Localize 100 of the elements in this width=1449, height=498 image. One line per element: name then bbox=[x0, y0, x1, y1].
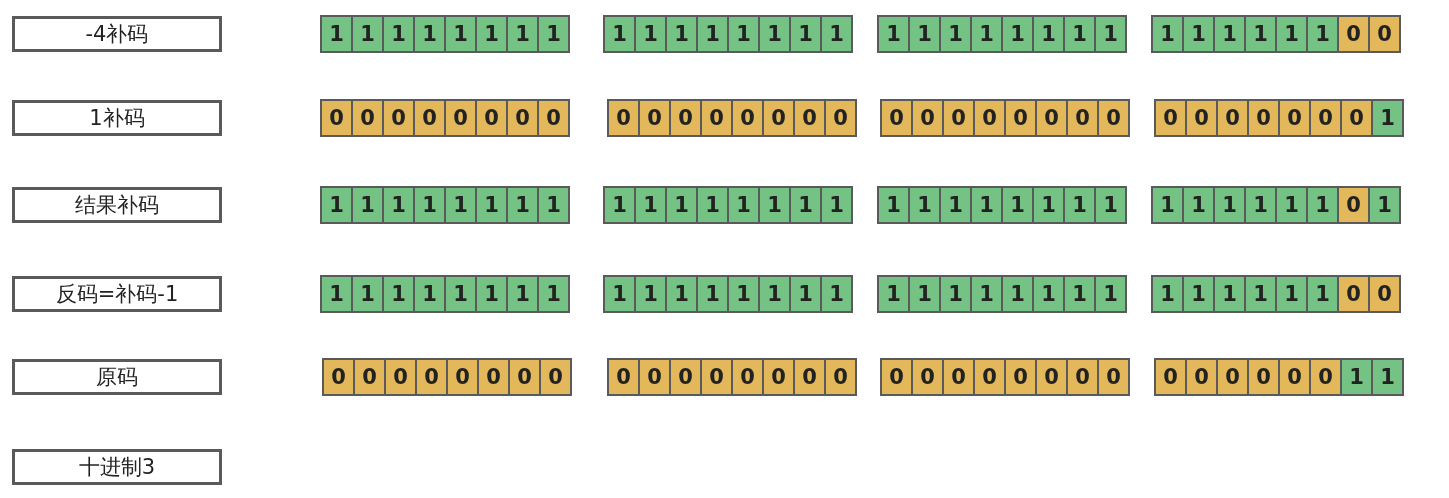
bit-cell: 1 bbox=[320, 15, 353, 53]
bit-cell: 1 bbox=[1340, 358, 1373, 396]
bit-cell: 0 bbox=[539, 358, 572, 396]
bit-cell: 0 bbox=[1278, 99, 1311, 137]
bit-cell: 0 bbox=[446, 358, 479, 396]
bit-cell: 1 bbox=[1001, 15, 1034, 53]
bit-cell: 1 bbox=[1182, 275, 1215, 313]
bit-cell: 1 bbox=[877, 275, 910, 313]
bit-cell: 0 bbox=[351, 99, 384, 137]
bit-cell: 0 bbox=[1340, 99, 1373, 137]
bit-cell: 0 bbox=[1066, 358, 1099, 396]
bit-cell: 1 bbox=[320, 186, 353, 224]
bit-cell: 0 bbox=[942, 99, 975, 137]
bit-cell: 1 bbox=[908, 275, 941, 313]
label-box: 原码 bbox=[12, 359, 222, 395]
bit-cell: 1 bbox=[1213, 186, 1246, 224]
bit-cell: 1 bbox=[970, 15, 1003, 53]
bit-cell: 1 bbox=[1063, 186, 1096, 224]
bit-cell: 0 bbox=[382, 99, 415, 137]
bit-cell: 1 bbox=[1306, 186, 1339, 224]
bit-cell: 1 bbox=[1063, 15, 1096, 53]
bit-cell: 0 bbox=[911, 358, 944, 396]
bit-cell: 1 bbox=[444, 186, 477, 224]
bit-cell: 0 bbox=[973, 358, 1006, 396]
bit-cell: 0 bbox=[444, 99, 477, 137]
bit-cell: 0 bbox=[911, 99, 944, 137]
bit-cell: 1 bbox=[413, 275, 446, 313]
bit-cell: 1 bbox=[727, 186, 760, 224]
bit-cell: 1 bbox=[475, 275, 508, 313]
bit-cell: 1 bbox=[970, 186, 1003, 224]
bit-cell: 0 bbox=[1309, 358, 1342, 396]
bit-cell: 1 bbox=[877, 15, 910, 53]
label-box: 结果补码 bbox=[12, 187, 222, 223]
bit-cell: 1 bbox=[1213, 15, 1246, 53]
bit-cell: 1 bbox=[1094, 275, 1127, 313]
bit-cell: 0 bbox=[477, 358, 510, 396]
bit-cell: 0 bbox=[880, 99, 913, 137]
bit-cell: 1 bbox=[939, 275, 972, 313]
bit-cell: 1 bbox=[1213, 275, 1246, 313]
bit-cell: 0 bbox=[824, 358, 857, 396]
bit-cell: 1 bbox=[1094, 15, 1127, 53]
bit-cell: 1 bbox=[696, 275, 729, 313]
bit-cell: 0 bbox=[1278, 358, 1311, 396]
bit-cell: 0 bbox=[1185, 358, 1218, 396]
bit-cell: 1 bbox=[1094, 186, 1127, 224]
bit-cell: 1 bbox=[1151, 275, 1184, 313]
bit-cell: 0 bbox=[731, 99, 764, 137]
bit-cell: 0 bbox=[1337, 275, 1370, 313]
bit-cell: 0 bbox=[475, 99, 508, 137]
bit-cell: 0 bbox=[1097, 99, 1130, 137]
bit-cell: 0 bbox=[638, 358, 671, 396]
bit-cell: 0 bbox=[1247, 358, 1280, 396]
bit-cell: 1 bbox=[444, 15, 477, 53]
bit-cell: 0 bbox=[607, 358, 640, 396]
label-box: 1补码 bbox=[12, 100, 222, 136]
bit-cell: 1 bbox=[696, 15, 729, 53]
bit-cell: 1 bbox=[506, 275, 539, 313]
bit-cell: 0 bbox=[413, 99, 446, 137]
bit-cell: 1 bbox=[382, 15, 415, 53]
bit-cell: 1 bbox=[877, 186, 910, 224]
bit-cell: 0 bbox=[1154, 99, 1187, 137]
bit-cell: 0 bbox=[669, 99, 702, 137]
bit-cell: 1 bbox=[1182, 186, 1215, 224]
bit-cell: 1 bbox=[727, 15, 760, 53]
bit-cell: 1 bbox=[1151, 15, 1184, 53]
bit-cell: 1 bbox=[1151, 186, 1184, 224]
bit-cell: 1 bbox=[758, 275, 791, 313]
bit-cell: 0 bbox=[1066, 99, 1099, 137]
bit-cell: 1 bbox=[1001, 275, 1034, 313]
bit-cell: 1 bbox=[789, 186, 822, 224]
bit-cell: 0 bbox=[508, 358, 541, 396]
bit-cell: 0 bbox=[607, 99, 640, 137]
bit-cell: 1 bbox=[506, 15, 539, 53]
bit-cell: 0 bbox=[942, 358, 975, 396]
bit-cell: 0 bbox=[1216, 358, 1249, 396]
bit-cell: 1 bbox=[537, 186, 570, 224]
bit-cell: 1 bbox=[1032, 186, 1065, 224]
bit-cell: 1 bbox=[727, 275, 760, 313]
bit-cell: 1 bbox=[939, 15, 972, 53]
bit-cell: 1 bbox=[939, 186, 972, 224]
bit-cell: 1 bbox=[1244, 275, 1277, 313]
bit-cell: 1 bbox=[1371, 358, 1404, 396]
bit-cell: 0 bbox=[700, 358, 733, 396]
bit-cell: 1 bbox=[603, 275, 636, 313]
bit-cell: 1 bbox=[1032, 275, 1065, 313]
bit-cell: 1 bbox=[1275, 275, 1308, 313]
bit-cell: 0 bbox=[1185, 99, 1218, 137]
bit-cell: 0 bbox=[1337, 186, 1370, 224]
bit-cell: 0 bbox=[700, 99, 733, 137]
bit-cell: 1 bbox=[444, 275, 477, 313]
label-box: -4补码 bbox=[12, 16, 222, 52]
bit-cell: 1 bbox=[537, 15, 570, 53]
bit-cell: 1 bbox=[665, 275, 698, 313]
bit-cell: 0 bbox=[1247, 99, 1280, 137]
bit-cell: 0 bbox=[1216, 99, 1249, 137]
bit-cell: 1 bbox=[320, 275, 353, 313]
bit-cell: 0 bbox=[1368, 15, 1401, 53]
bit-cell: 1 bbox=[1244, 15, 1277, 53]
bit-cell: 1 bbox=[475, 186, 508, 224]
bit-cell: 1 bbox=[351, 15, 384, 53]
